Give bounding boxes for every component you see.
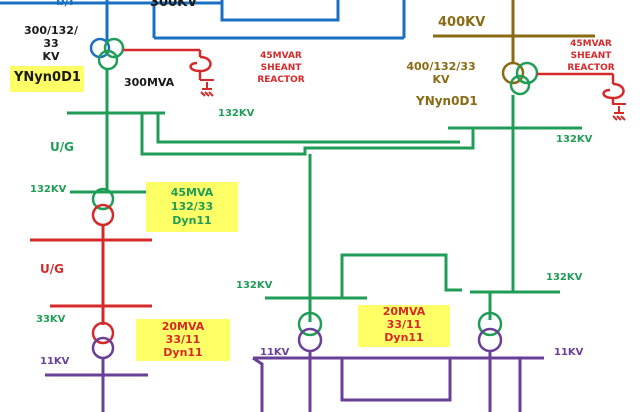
ug-lower-label: U/G <box>40 262 64 276</box>
bus-11kv-left-label: 11KV <box>40 356 70 367</box>
bus-11kv-center-label: 11KV <box>260 347 290 358</box>
red-33kv-network <box>30 225 152 345</box>
blue-300kv-network <box>0 0 406 43</box>
bus-132kv-right-label: 132KV <box>556 134 593 145</box>
top-left-cut-label: b/f <box>56 0 75 8</box>
tx-20-left-label: 20MVA 33/11 Dyn11 <box>161 320 205 359</box>
tx-45-label: 45MVA 132/33 Dyn11 <box>170 186 214 227</box>
ground-icon <box>200 79 214 97</box>
tx-right-voltage: 400/132/33 KV <box>406 60 476 86</box>
tx-45-box <box>146 182 238 232</box>
bus-132kv-left-label: 132KV <box>30 184 67 195</box>
link-300kv-box <box>220 0 340 22</box>
transformer-3winding-icon <box>509 61 539 96</box>
bus-132kv-top-mid-label: 132KV <box>218 108 255 119</box>
purple-11kv-network <box>45 351 544 412</box>
tx-left-vector-box <box>10 66 84 92</box>
reactor-icon <box>537 72 625 104</box>
transformer-3winding-icon <box>89 37 125 71</box>
tx-20-right-label: 20MVA 33/11 Dyn11 <box>382 305 426 344</box>
transformer-2winding-icon <box>91 336 115 360</box>
tx-left-voltage: 300/132/ 33 KV <box>24 24 78 63</box>
tx-left-vector: YNyn0D1 <box>14 70 81 85</box>
tx-right-vector: YNyn0D1 <box>416 94 478 108</box>
voltage-400kv-label: 400KV <box>438 15 486 30</box>
tx-left-rating: 300MVA <box>124 76 175 89</box>
bus-132kv-center-label: 132KV <box>236 280 273 291</box>
reactor-icon <box>123 48 212 80</box>
green-132kv-network <box>67 69 582 337</box>
bus-11kv-right-label: 11KV <box>554 347 584 358</box>
ground-icon <box>612 103 626 121</box>
transformer-2winding-icon <box>297 327 323 353</box>
transformer-2winding-icon <box>477 327 503 353</box>
bus-132kv-right2-label: 132KV <box>546 272 583 283</box>
reactor-right-label: 45MVAR SHEANT REACTOR <box>567 39 615 73</box>
reactor-left-label: 45MVAR SHEANT REACTOR <box>257 51 305 85</box>
voltage-300kv-label: 300KV <box>150 0 198 10</box>
bus-33kv-left-label: 33KV <box>36 314 66 325</box>
tx-20-left-box <box>136 319 230 361</box>
tie-132kv <box>140 113 475 156</box>
ug-upper-label: U/G <box>50 140 74 154</box>
olive-400kv-network <box>433 0 595 85</box>
tx-20-right-box <box>358 305 450 347</box>
